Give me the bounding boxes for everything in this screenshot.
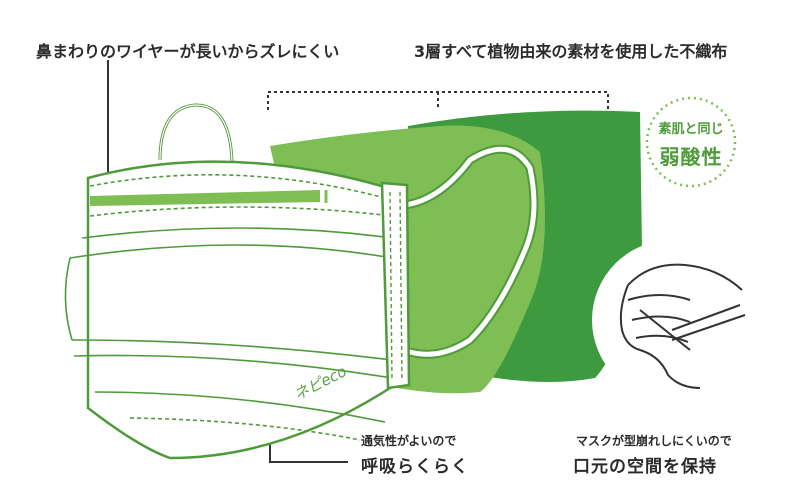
inset-mask-side-view [619, 263, 746, 389]
badge-line2: 弱酸性 [659, 145, 723, 169]
shape-retention-caption: 口元の空間を保持 [573, 457, 717, 477]
breathability-subcaption: 通気性がよいので [361, 434, 457, 448]
nose-wire [90, 190, 320, 206]
back-ear-loop [158, 103, 234, 163]
nose-wire-caption: 鼻まわりのワイヤーが長いからズレにくい [36, 42, 340, 61]
side-seam [380, 181, 411, 390]
layers-caption: 3層すべて植物由来の素材を使用した不織布 [414, 42, 728, 61]
shape-retention-subcaption: マスクが型崩れしにくいので [576, 434, 732, 448]
weak-acidity-badge: 素肌と同じ 弱酸性 [641, 96, 741, 188]
badge-circle [645, 96, 737, 188]
layers-bracket [267, 91, 609, 110]
breathability-caption: 呼吸らくらく [361, 457, 469, 477]
badge-line1: 素肌と同じ [658, 122, 724, 137]
mask-body [86, 160, 410, 460]
